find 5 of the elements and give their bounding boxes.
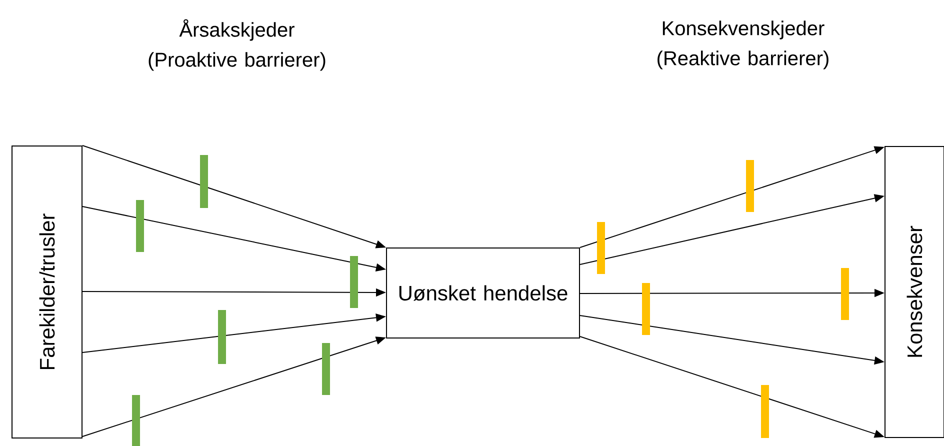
heading: Konsekvenskjeder (Reaktive barrierer) (658, 20, 828, 70)
process-box: Farekilder/trusler (12, 145, 83, 438)
process-box: Uønsket hendelse (386, 247, 580, 338)
heading: Årsakskjeder (Proaktive barrierer) (148, 19, 326, 71)
process-box: Konsekvenser (884, 146, 944, 438)
